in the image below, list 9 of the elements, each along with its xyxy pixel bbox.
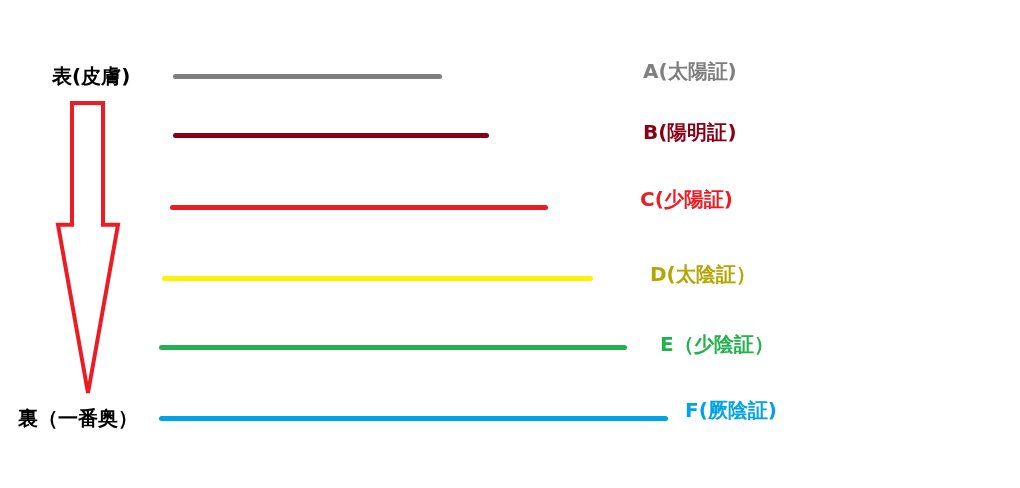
legend-label: F(厥陰証) [685,397,777,423]
block-arrow [55,101,121,395]
legend-label: D(太陰証） [650,261,756,287]
legend-label: B(陽明証) [643,119,737,145]
layer-label: 表(皮膚) [52,63,156,89]
legend-label: E（少陰証） [660,331,774,357]
layer-label: 裏（一番奥） [18,405,156,431]
legend-label: C(少陽証) [640,186,733,212]
legend-label: A(太陽証) [643,58,737,84]
